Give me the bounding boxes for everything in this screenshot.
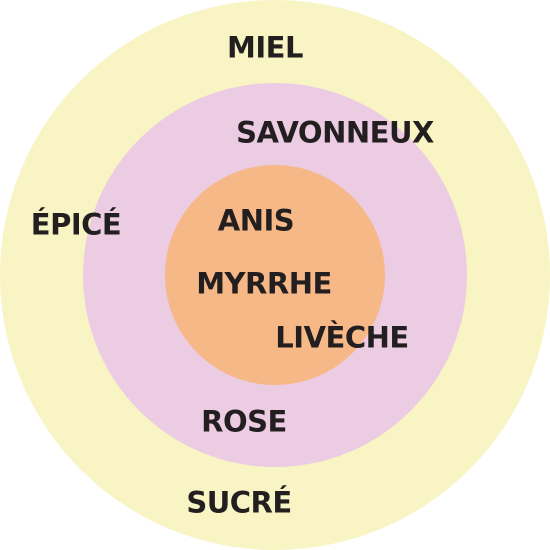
label-myrrhe: MYRRHE [196,266,332,301]
label-epice: ÉPICÉ [30,207,122,242]
label-liveche: LIVÈCHE [275,320,409,355]
inner-circle [165,165,385,385]
label-savonneux: SAVONNEUX [236,115,434,150]
label-anis: ANIS [217,203,295,238]
label-miel: MIEL [227,30,303,65]
label-sucre: SUCRÉ [186,485,292,520]
label-rose: ROSE [201,404,287,439]
